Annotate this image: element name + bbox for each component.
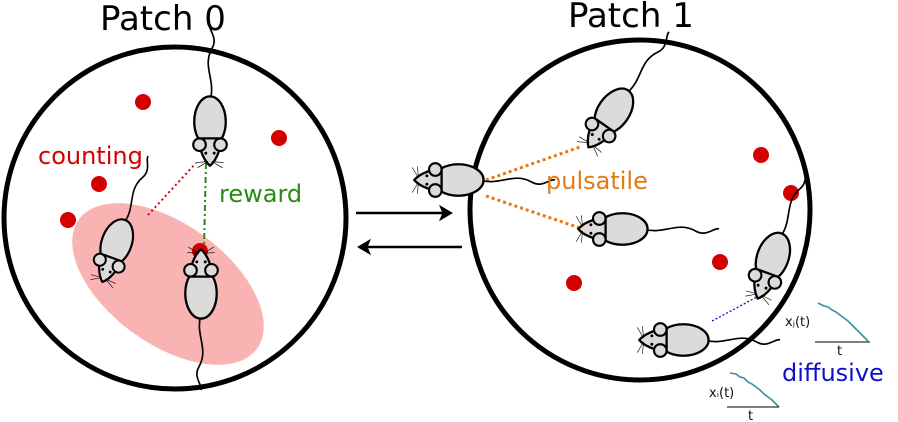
reward-dot: [91, 176, 107, 192]
diffusive-link: [711, 296, 758, 322]
reward-dot: [60, 212, 76, 228]
rat-leaving: [411, 162, 557, 198]
reward-dot: [783, 185, 799, 201]
reward-dot: [712, 254, 728, 270]
patch-0-title: Patch 0: [100, 0, 226, 39]
trace-plot-i-ylabel: xᵢ(t): [709, 386, 734, 401]
transfer-arrows: [356, 204, 462, 256]
reward-dot: [566, 275, 582, 291]
rat-middle: [575, 211, 721, 247]
rat-bottom-right: [636, 322, 782, 358]
pulsatile-label: pulsatile: [546, 167, 648, 195]
reward-dot: [753, 147, 769, 163]
trace-plot-i: xᵢ(t) t: [709, 372, 780, 422]
reward-dot: [135, 94, 151, 110]
trace-i: [729, 372, 780, 408]
reward-label: reward: [219, 180, 302, 208]
reward-dots-patch-1: [566, 147, 799, 291]
diffusive-label: diffusive: [782, 359, 884, 387]
pulsatile-link-upper: [485, 145, 581, 182]
trace-plot-i-xlabel: t: [748, 409, 753, 422]
trace-plot-j-xlabel: t: [837, 344, 842, 359]
trace-j: [817, 302, 869, 342]
patch-0-arena: [1, 44, 349, 392]
pulsatile-link-lower: [485, 194, 581, 230]
counting-label: counting: [38, 142, 143, 170]
trace-plot-j: xⱼ(t) t: [785, 302, 870, 359]
trace-plot-j-ylabel: xⱼ(t): [785, 315, 810, 330]
patch-1-arena: [467, 37, 813, 383]
reward-dot: [271, 130, 287, 146]
counting-link: [147, 162, 197, 216]
reward-link: [203, 162, 207, 248]
patch-1-title: Patch 1: [568, 0, 694, 36]
